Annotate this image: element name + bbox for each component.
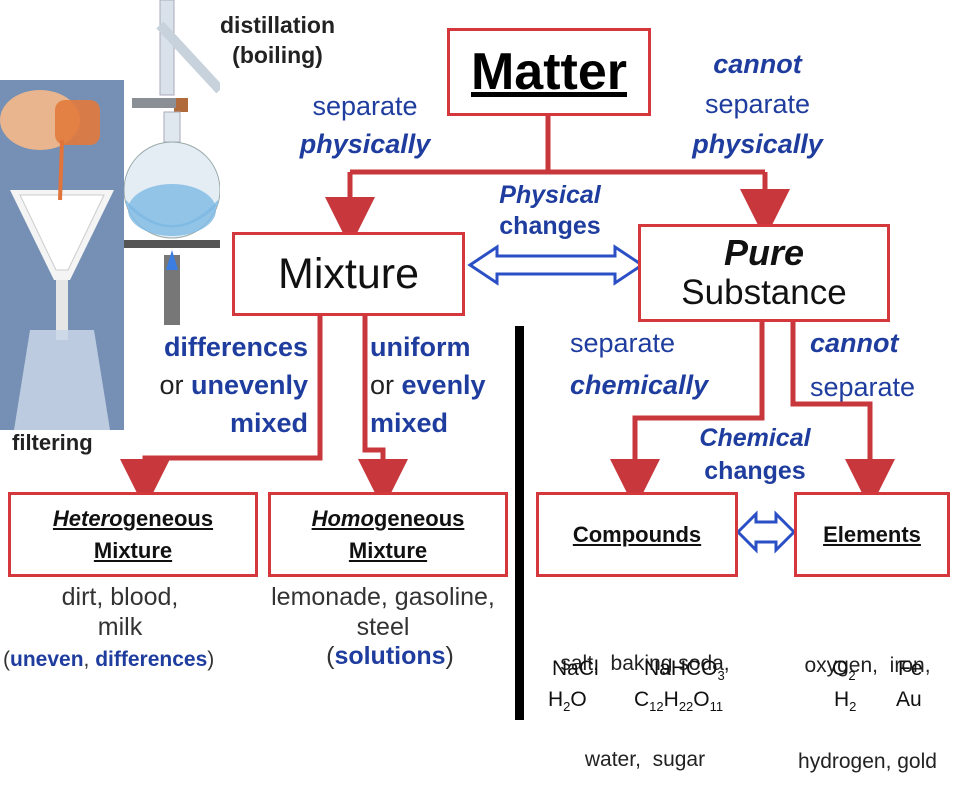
mixture-box: Mixture xyxy=(232,232,465,316)
diagram-connectors xyxy=(120,115,895,720)
matter-title: Matter xyxy=(470,43,628,101)
formula-fe: Fe xyxy=(898,657,923,680)
chemical-changes-label: Chemical changes xyxy=(699,424,811,485)
element-examples: oxygen, iron, hydrogen, gold xyxy=(798,654,937,773)
distillation-label: distillation (boiling) xyxy=(220,12,335,68)
pure-label: Pure xyxy=(723,232,805,273)
separate-physically-label: separate physically xyxy=(299,91,431,159)
heterogeneous-mixture-box: Heterogeneous Mixture xyxy=(8,492,258,577)
separate-chemically-label: separate chemically xyxy=(570,328,709,400)
homogeneous-note: (solutions) xyxy=(326,642,454,670)
formula-o2: O2 xyxy=(832,657,856,684)
evenly-mixed-label: uniform or evenly mixed xyxy=(370,332,486,438)
filtering-photo xyxy=(0,80,124,430)
distillation-flask-icon xyxy=(124,0,220,325)
heterogeneous-examples: dirt, blood, milk xyxy=(61,583,179,641)
formula-h2: H2 xyxy=(834,688,857,715)
cannot-separate-label: cannot separate xyxy=(810,328,916,402)
unevenly-mixed-label: differences or unevenly mixed xyxy=(159,332,308,438)
pure-substance-box: Pure Substance xyxy=(638,224,890,322)
arrow-to-homogeneous xyxy=(358,315,408,509)
distillation-photo xyxy=(124,0,220,325)
formula-au: Au xyxy=(896,688,922,711)
arrow-to-elements xyxy=(790,322,895,509)
formula-sugar: C12H22O11 xyxy=(634,688,724,715)
chemical-changes-double-arrow xyxy=(735,510,797,554)
physical-changes-double-arrow xyxy=(467,244,645,286)
matter-box: Matter xyxy=(447,28,651,116)
heterogeneous-note: (uneven, differences) xyxy=(3,648,215,671)
filtering-label: filtering xyxy=(12,430,93,455)
cannot-separate-physically-label: cannot separate physically xyxy=(692,49,823,159)
substance-label: Substance xyxy=(681,273,847,312)
filter-funnel-icon xyxy=(0,80,124,430)
formula-nacl: NaCl xyxy=(552,657,599,680)
homogeneous-mixture-box: Homogeneous Mixture xyxy=(268,492,508,577)
formula-h2o: H2O xyxy=(548,688,587,715)
homogeneous-examples: lemonade, gasoline, steel xyxy=(271,583,495,641)
compounds-box: Compounds xyxy=(536,492,738,577)
physical-changes-label: Physical changes xyxy=(499,181,601,240)
mixture-label: Mixture xyxy=(278,249,419,298)
arrow-to-compounds xyxy=(610,322,765,509)
formula-nahco3: NaHCO3 xyxy=(644,657,725,684)
arrow-to-heterogeneous xyxy=(120,315,323,509)
elements-box: Elements xyxy=(794,492,950,577)
mixture-pure-divider xyxy=(515,326,524,720)
